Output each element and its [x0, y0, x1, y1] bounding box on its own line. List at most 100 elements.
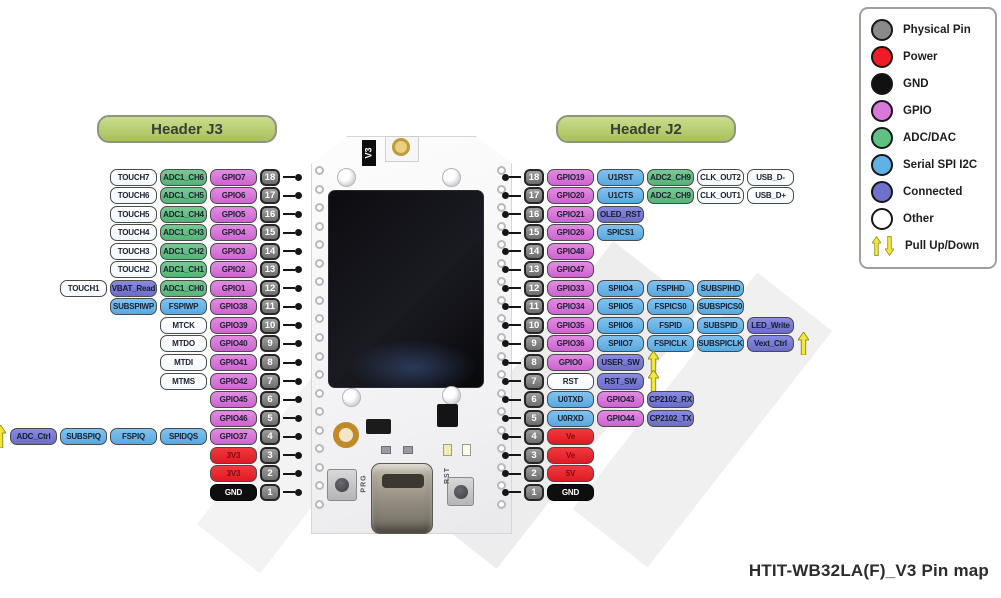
pcb-hole [315, 407, 324, 417]
wire-line [509, 213, 521, 216]
pin-function-chip: ADC1_CH0 [160, 279, 207, 297]
pin-function-chip: ADC1_CH5 [160, 187, 207, 205]
pin-wire [502, 433, 521, 441]
pin-wire [502, 396, 521, 404]
pin-function-chip: ADC2_CH9 [647, 168, 694, 186]
wire-line [509, 491, 521, 494]
wire-line [283, 231, 295, 234]
legend-label: Physical Pin [903, 24, 971, 36]
legend-label: Pull Up/Down [905, 240, 980, 252]
led-icon [462, 444, 471, 456]
pin-function-chip: SPIIO5 [597, 298, 644, 316]
legend-swatch-pin [871, 19, 893, 41]
ic-chip [366, 419, 391, 434]
pin-function-chip: FSPIHD [647, 279, 694, 297]
wire-line [283, 361, 295, 364]
pin-function-chip: USER_SW [597, 354, 644, 371]
physical-pin-number: 15 [260, 224, 280, 242]
pin-function-chip: ADC1_CH3 [160, 224, 207, 242]
pull-up-arrow-icon [872, 236, 881, 256]
pcb-hole [497, 166, 506, 175]
usb-c-slot [382, 474, 424, 488]
wire-line [283, 287, 295, 290]
legend-swatch-gnd [871, 73, 893, 95]
wire-line [509, 231, 521, 234]
board-version-tag: V3 [362, 140, 376, 166]
pcb-hole [315, 221, 324, 231]
pcb-hole [497, 240, 506, 250]
pin-function-chip: GPIO42 [210, 372, 257, 390]
physical-pin-number: 6 [260, 391, 280, 409]
pin-wire [502, 192, 521, 200]
antenna-connector-icon [392, 138, 410, 156]
pcb-hole [315, 499, 324, 509]
pin-function-chip: ADC2_CH9 [647, 187, 694, 205]
wire-line [283, 435, 295, 438]
pin-wire [283, 247, 302, 255]
pin-function-chip: LED_Write [747, 316, 794, 334]
prg-button[interactable] [327, 469, 357, 501]
pin-function-chip: U0TXD [547, 391, 594, 409]
pin-wire [283, 488, 302, 496]
pull-down-arrow-icon [885, 236, 894, 256]
usb-c-port[interactable] [371, 463, 433, 534]
wire-line [283, 342, 295, 345]
wire-line [509, 250, 521, 253]
pcb-hole [497, 184, 506, 194]
wire-line [509, 380, 521, 383]
wire-solder-dot [295, 303, 302, 311]
pin-function-chip: TOUCH2 [110, 261, 157, 279]
wire-solder-dot [295, 396, 302, 404]
legend-label: Other [903, 213, 934, 225]
wire-line [509, 305, 521, 308]
rst-button[interactable] [447, 477, 474, 506]
header-j2-title: Header J2 [556, 115, 736, 143]
pin-function-chip: GPIO5 [210, 205, 257, 223]
wire-solder-dot [502, 396, 509, 404]
pin-function-chip: SUBSPIQ [60, 428, 107, 446]
pin-function-chip: GPIO0 [547, 354, 594, 371]
pin-function-chip: Ve [547, 446, 594, 464]
pin-function-chip: GPIO40 [210, 335, 257, 353]
legend-item: GPIO [871, 99, 985, 123]
pcb-hole [315, 444, 324, 454]
pin-function-chip: GPIO19 [547, 168, 594, 186]
led-icon [443, 444, 452, 456]
wire-line [509, 361, 521, 364]
pull-up-arrow-icon [798, 332, 809, 356]
pin-wire [283, 229, 302, 237]
wire-solder-dot [295, 433, 302, 441]
physical-pin-number: 11 [524, 298, 544, 316]
wire-solder-dot [502, 210, 509, 218]
wire-line [283, 176, 295, 178]
pin-function-chip: TOUCH4 [110, 224, 157, 242]
wire-solder-dot [502, 284, 509, 292]
legend-label: ADC/DAC [903, 132, 957, 144]
pin-function-chip: SUBSPID [697, 316, 744, 334]
pin-function-chip: CLK_OUT1 [697, 187, 744, 205]
pcb-hole [315, 370, 324, 380]
physical-pin-number: 14 [524, 242, 544, 260]
pin-wire [502, 229, 521, 237]
pcb-hole [497, 221, 506, 231]
legend-swatch-other [871, 208, 893, 230]
pin-wire [283, 340, 302, 348]
pin-function-chip: RST_SW [597, 372, 644, 390]
pin-function-chip: VBAT_Read [110, 279, 157, 297]
ic-chip [437, 404, 458, 427]
pin-function-chip: FSPIQ [110, 428, 157, 446]
legend-label: Serial SPI I2C [903, 159, 978, 171]
physical-pin-number: 5 [524, 409, 544, 427]
physical-pin-number: 8 [260, 354, 280, 371]
wire-solder-dot [502, 247, 509, 255]
pin-wire [502, 340, 521, 348]
pcb-hole [315, 388, 324, 398]
